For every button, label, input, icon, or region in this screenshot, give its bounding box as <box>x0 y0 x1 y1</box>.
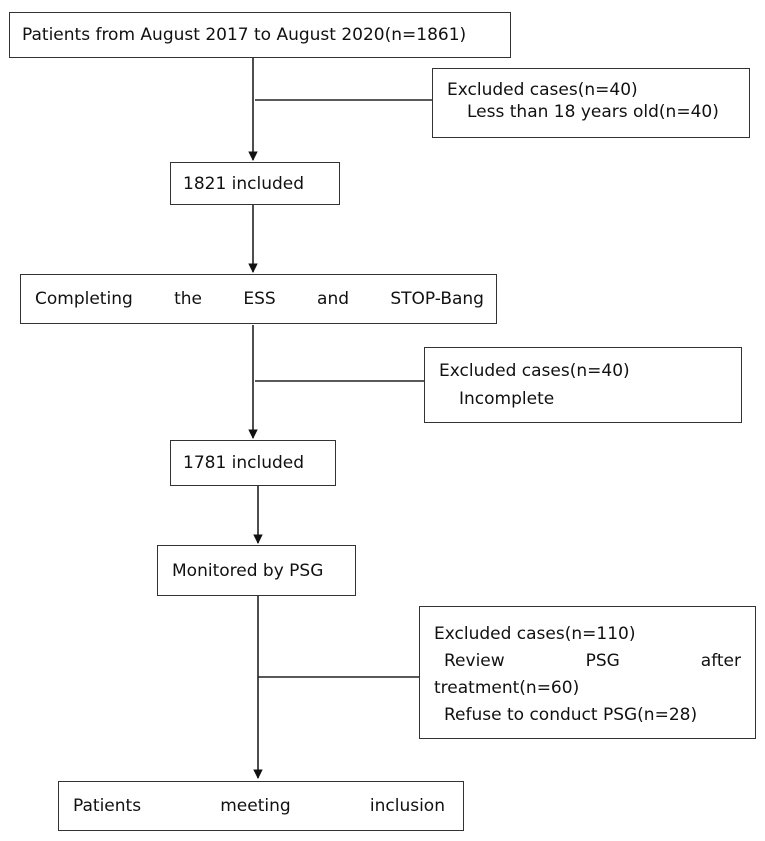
exclusion-reason-review: Review PSG after <box>434 648 741 675</box>
final-word: Patients <box>73 796 142 816</box>
completing-word: ESS <box>243 289 276 309</box>
included-1821-box: 1821 included <box>170 162 340 205</box>
exclusion-heading: Excluded cases(n=40) <box>447 80 638 100</box>
included-1781-text: 1781 included <box>183 453 305 473</box>
exclusion-reason-age: Less than 18 years old(n=40) <box>467 102 719 122</box>
exclusion-heading: Excluded cases(n=110) <box>434 624 636 644</box>
patients-total-box: Patients from August 2017 to August 2020… <box>9 12 511 58</box>
patients-total-text: Patients from August 2017 to August 2020… <box>22 25 467 45</box>
completing-questionnaires-box: Completing the ESS and STOP-Bang <box>20 274 497 324</box>
final-patients-box: Patients meeting inclusion <box>58 781 464 831</box>
exclusion-heading: Excluded cases(n=40) <box>439 361 630 381</box>
completing-word: STOP-Bang <box>390 289 484 309</box>
monitored-psg-text: Monitored by PSG <box>172 560 324 581</box>
review-word: PSG <box>585 651 620 671</box>
completing-text: Completing the ESS and STOP-Bang <box>35 288 484 310</box>
final-word: meeting <box>220 796 291 816</box>
included-1781-box: 1781 included <box>170 440 336 486</box>
exclusion-reason-refuse: Refuse to conduct PSG(n=28) <box>444 705 698 725</box>
included-1821-text: 1821 included <box>183 173 305 194</box>
exclusion-reason-incomplete: Incomplete <box>459 389 555 409</box>
completing-word: Completing <box>35 289 133 309</box>
exclusion-box-incomplete: Excluded cases(n=40) Incomplete <box>424 347 742 423</box>
completing-word: and <box>317 289 350 309</box>
exclusion-box-psg: Excluded cases(n=110) Review PSG after t… <box>419 606 756 739</box>
exclusion-box-age: Excluded cases(n=40) Less than 18 years … <box>432 68 750 138</box>
review-word: after <box>700 651 741 671</box>
exclusion-reason-review-tail: treatment(n=60) <box>434 678 580 698</box>
final-patients-text: Patients meeting inclusion <box>73 795 445 817</box>
completing-word: the <box>174 289 203 309</box>
final-word: inclusion <box>369 796 445 816</box>
review-word: Review <box>444 651 505 671</box>
monitored-psg-box: Monitored by PSG <box>157 545 356 596</box>
